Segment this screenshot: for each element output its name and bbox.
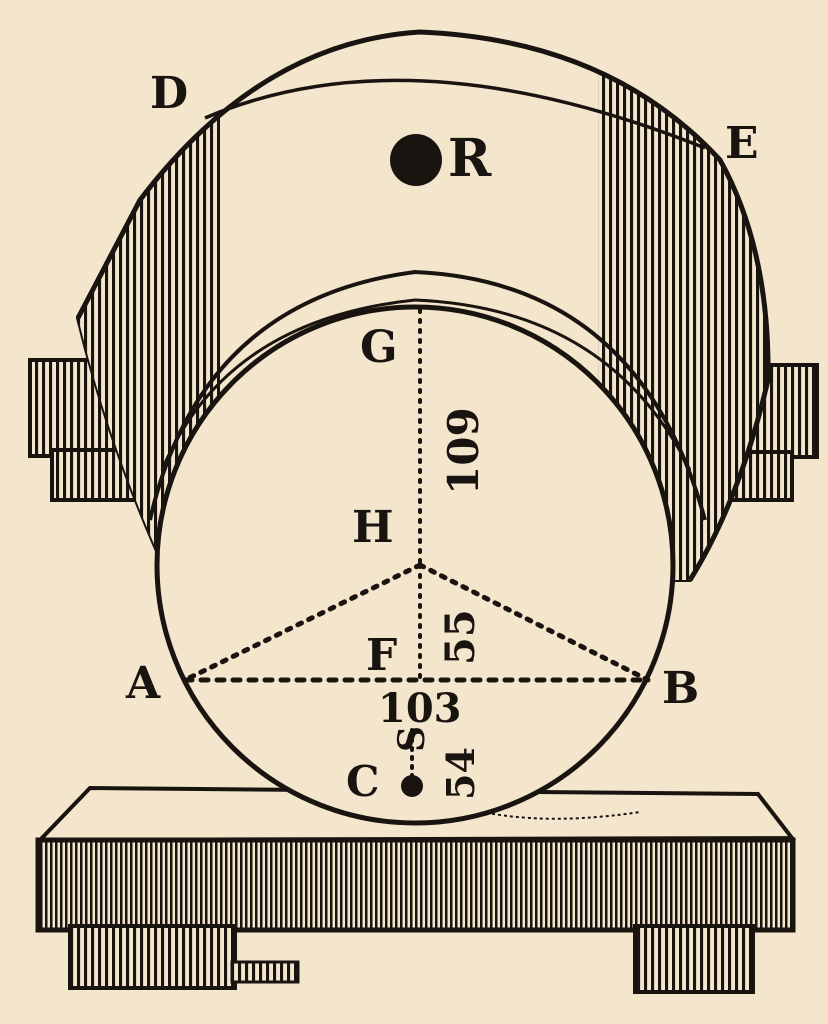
line-H-A [182, 562, 423, 683]
number-af: 103 [378, 685, 462, 732]
label-G: G [360, 322, 398, 373]
number-hf: 55 [437, 609, 484, 665]
label-A: A [125, 658, 161, 709]
label-H: H [352, 502, 394, 553]
point-C [401, 775, 423, 797]
number-gh: 109 [439, 407, 488, 495]
label-B: B [662, 663, 699, 714]
label-C: C [346, 757, 379, 806]
label-S: S [391, 726, 433, 752]
label-R: R [448, 128, 492, 189]
construction-lines [182, 308, 651, 782]
label-E: E [725, 118, 759, 169]
number-sc: 54 [438, 747, 483, 800]
label-F: F [366, 630, 397, 681]
label-D: D [150, 68, 188, 119]
point-R [390, 134, 442, 186]
